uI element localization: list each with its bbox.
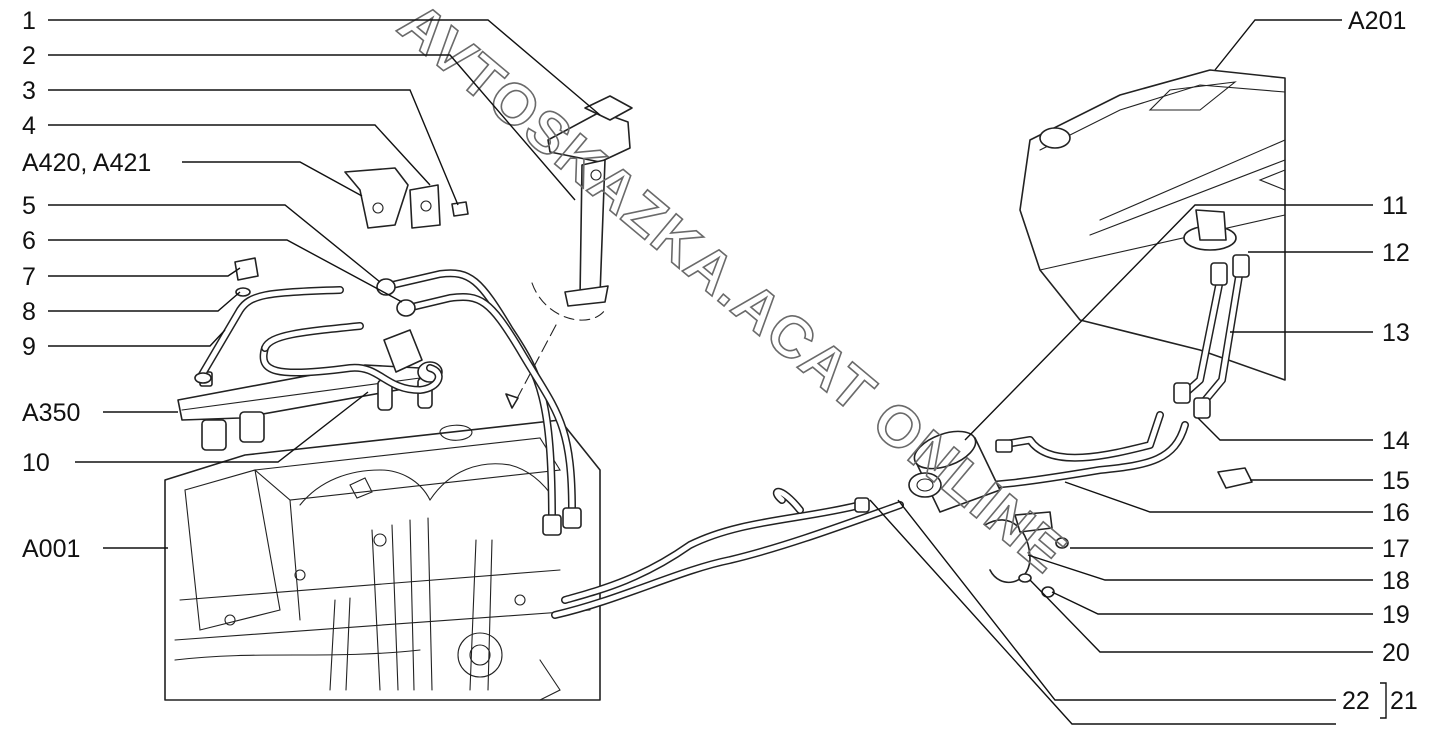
label-14: 14 — [1382, 427, 1410, 455]
label-20: 20 — [1382, 639, 1410, 667]
label-12: 12 — [1382, 239, 1410, 267]
support-bracket-1 — [547, 95, 633, 307]
label-a350: A350 — [22, 399, 80, 427]
label-6: 6 — [22, 227, 36, 255]
leader-lines-right — [869, 19, 1387, 725]
label-13: 13 — [1382, 319, 1410, 347]
label-17: 17 — [1382, 535, 1410, 563]
label-2: 2 — [22, 42, 36, 70]
label-1: 1 — [22, 7, 36, 35]
leader-lines-left — [48, 19, 601, 549]
bracket-a420 — [344, 167, 469, 229]
pipes-5-6 — [376, 269, 582, 536]
fuel-tank — [1019, 69, 1286, 381]
label-9: 9 — [22, 333, 36, 361]
label-22: 22 — [1342, 687, 1370, 715]
label-3: 3 — [22, 77, 36, 105]
labels-left: 1 2 3 4 A420, A421 5 6 7 8 9 A350 10 A00… — [22, 7, 151, 563]
label-19: 19 — [1382, 601, 1410, 629]
label-15: 15 — [1382, 467, 1410, 495]
hoses-12-13 — [1173, 254, 1250, 419]
label-a001: A001 — [22, 535, 80, 563]
fuel-filter — [908, 430, 1013, 513]
label-a420-a421: A420, A421 — [22, 149, 151, 177]
pressure-regulator — [259, 322, 443, 394]
label-21: 21 — [1390, 687, 1418, 715]
injector-rail — [177, 364, 433, 451]
label-4: 4 — [22, 112, 36, 140]
label-18: 18 — [1382, 567, 1410, 595]
pipe-9 — [194, 286, 344, 384]
dashed-arc — [531, 282, 606, 321]
label-11: 11 — [1382, 192, 1408, 220]
engine-block — [164, 419, 601, 701]
label-a201: A201 — [1348, 7, 1406, 35]
labels-right: A201 11 12 13 14 15 16 17 18 19 20 22 21 — [1342, 7, 1418, 715]
label-16: 16 — [1382, 499, 1410, 527]
label-10: 10 — [22, 449, 50, 477]
label-8: 8 — [22, 298, 36, 326]
screw-7-washer-8 — [234, 257, 259, 297]
grommet-15 — [1217, 467, 1253, 489]
label-7: 7 — [22, 263, 36, 291]
label-5: 5 — [22, 192, 36, 220]
filter-clamp — [984, 511, 1069, 598]
arrow-head — [505, 393, 519, 409]
